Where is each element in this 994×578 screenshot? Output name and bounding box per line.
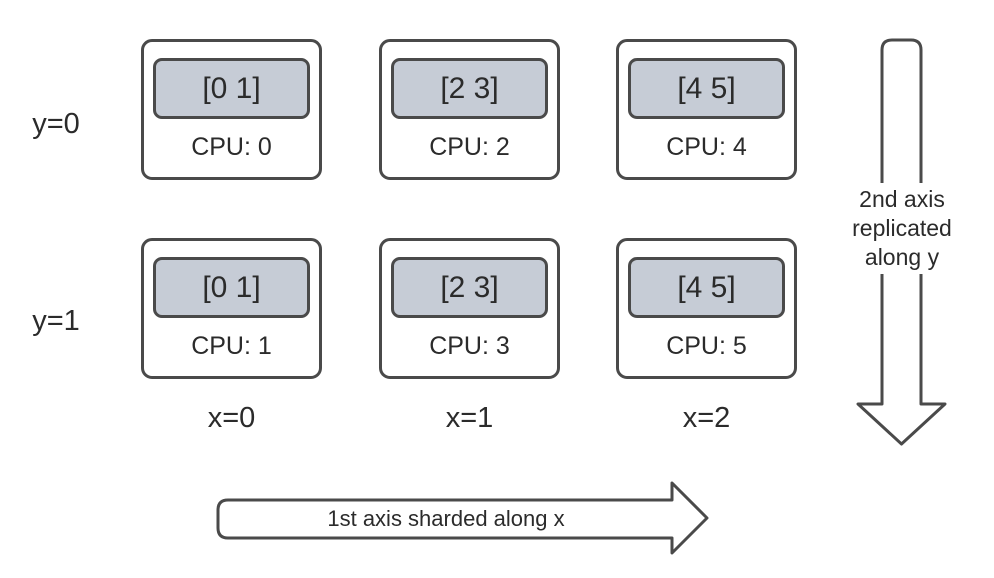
shard-values: [2 3] — [440, 71, 499, 105]
shard-values: [2 3] — [440, 270, 499, 304]
device-box-cpu-2: [2 3] CPU: 2 — [379, 39, 560, 180]
cpu-label: CPU: 2 — [429, 133, 510, 161]
y-axis-arrow-label-line: 2nd axis — [859, 186, 945, 212]
y-axis-arrow-label-line: replicated — [852, 215, 952, 241]
right-arrow-icon — [216, 481, 709, 555]
shard-chip: [4 5] — [628, 257, 785, 318]
y-axis-arrow-label: 2nd axis replicated along y — [840, 183, 964, 274]
shard-chip: [2 3] — [391, 257, 548, 318]
shard-chip: [0 1] — [153, 58, 310, 119]
x-axis-arrow-label: 1st axis sharded along x — [327, 506, 565, 531]
shard-chip: [4 5] — [628, 58, 785, 119]
cpu-label: CPU: 0 — [191, 133, 272, 161]
cpu-label: CPU: 5 — [666, 332, 747, 360]
col-label-x2: x=2 — [682, 402, 731, 434]
col-label-x0: x=0 — [207, 402, 256, 434]
row-label-y0: y=0 — [32, 108, 80, 140]
cpu-label: CPU: 3 — [429, 332, 510, 360]
shard-chip: [2 3] — [391, 58, 548, 119]
shard-values: [0 1] — [202, 270, 261, 304]
device-box-cpu-1: [0 1] CPU: 1 — [141, 238, 322, 379]
shard-values: [4 5] — [677, 71, 736, 105]
col-label-x1: x=1 — [445, 402, 494, 434]
y-axis-arrow-label-line: along y — [864, 244, 940, 270]
row-label-y1: y=1 — [32, 305, 80, 337]
device-box-cpu-4: [4 5] CPU: 4 — [616, 39, 797, 180]
shard-values: [0 1] — [202, 71, 261, 105]
shard-values: [4 5] — [677, 270, 736, 304]
cpu-label: CPU: 4 — [666, 133, 747, 161]
device-box-cpu-0: [0 1] CPU: 0 — [141, 39, 322, 180]
cpu-label: CPU: 1 — [191, 332, 272, 360]
device-box-cpu-3: [2 3] CPU: 3 — [379, 238, 560, 379]
device-box-cpu-5: [4 5] CPU: 5 — [616, 238, 797, 379]
shard-chip: [0 1] — [153, 257, 310, 318]
